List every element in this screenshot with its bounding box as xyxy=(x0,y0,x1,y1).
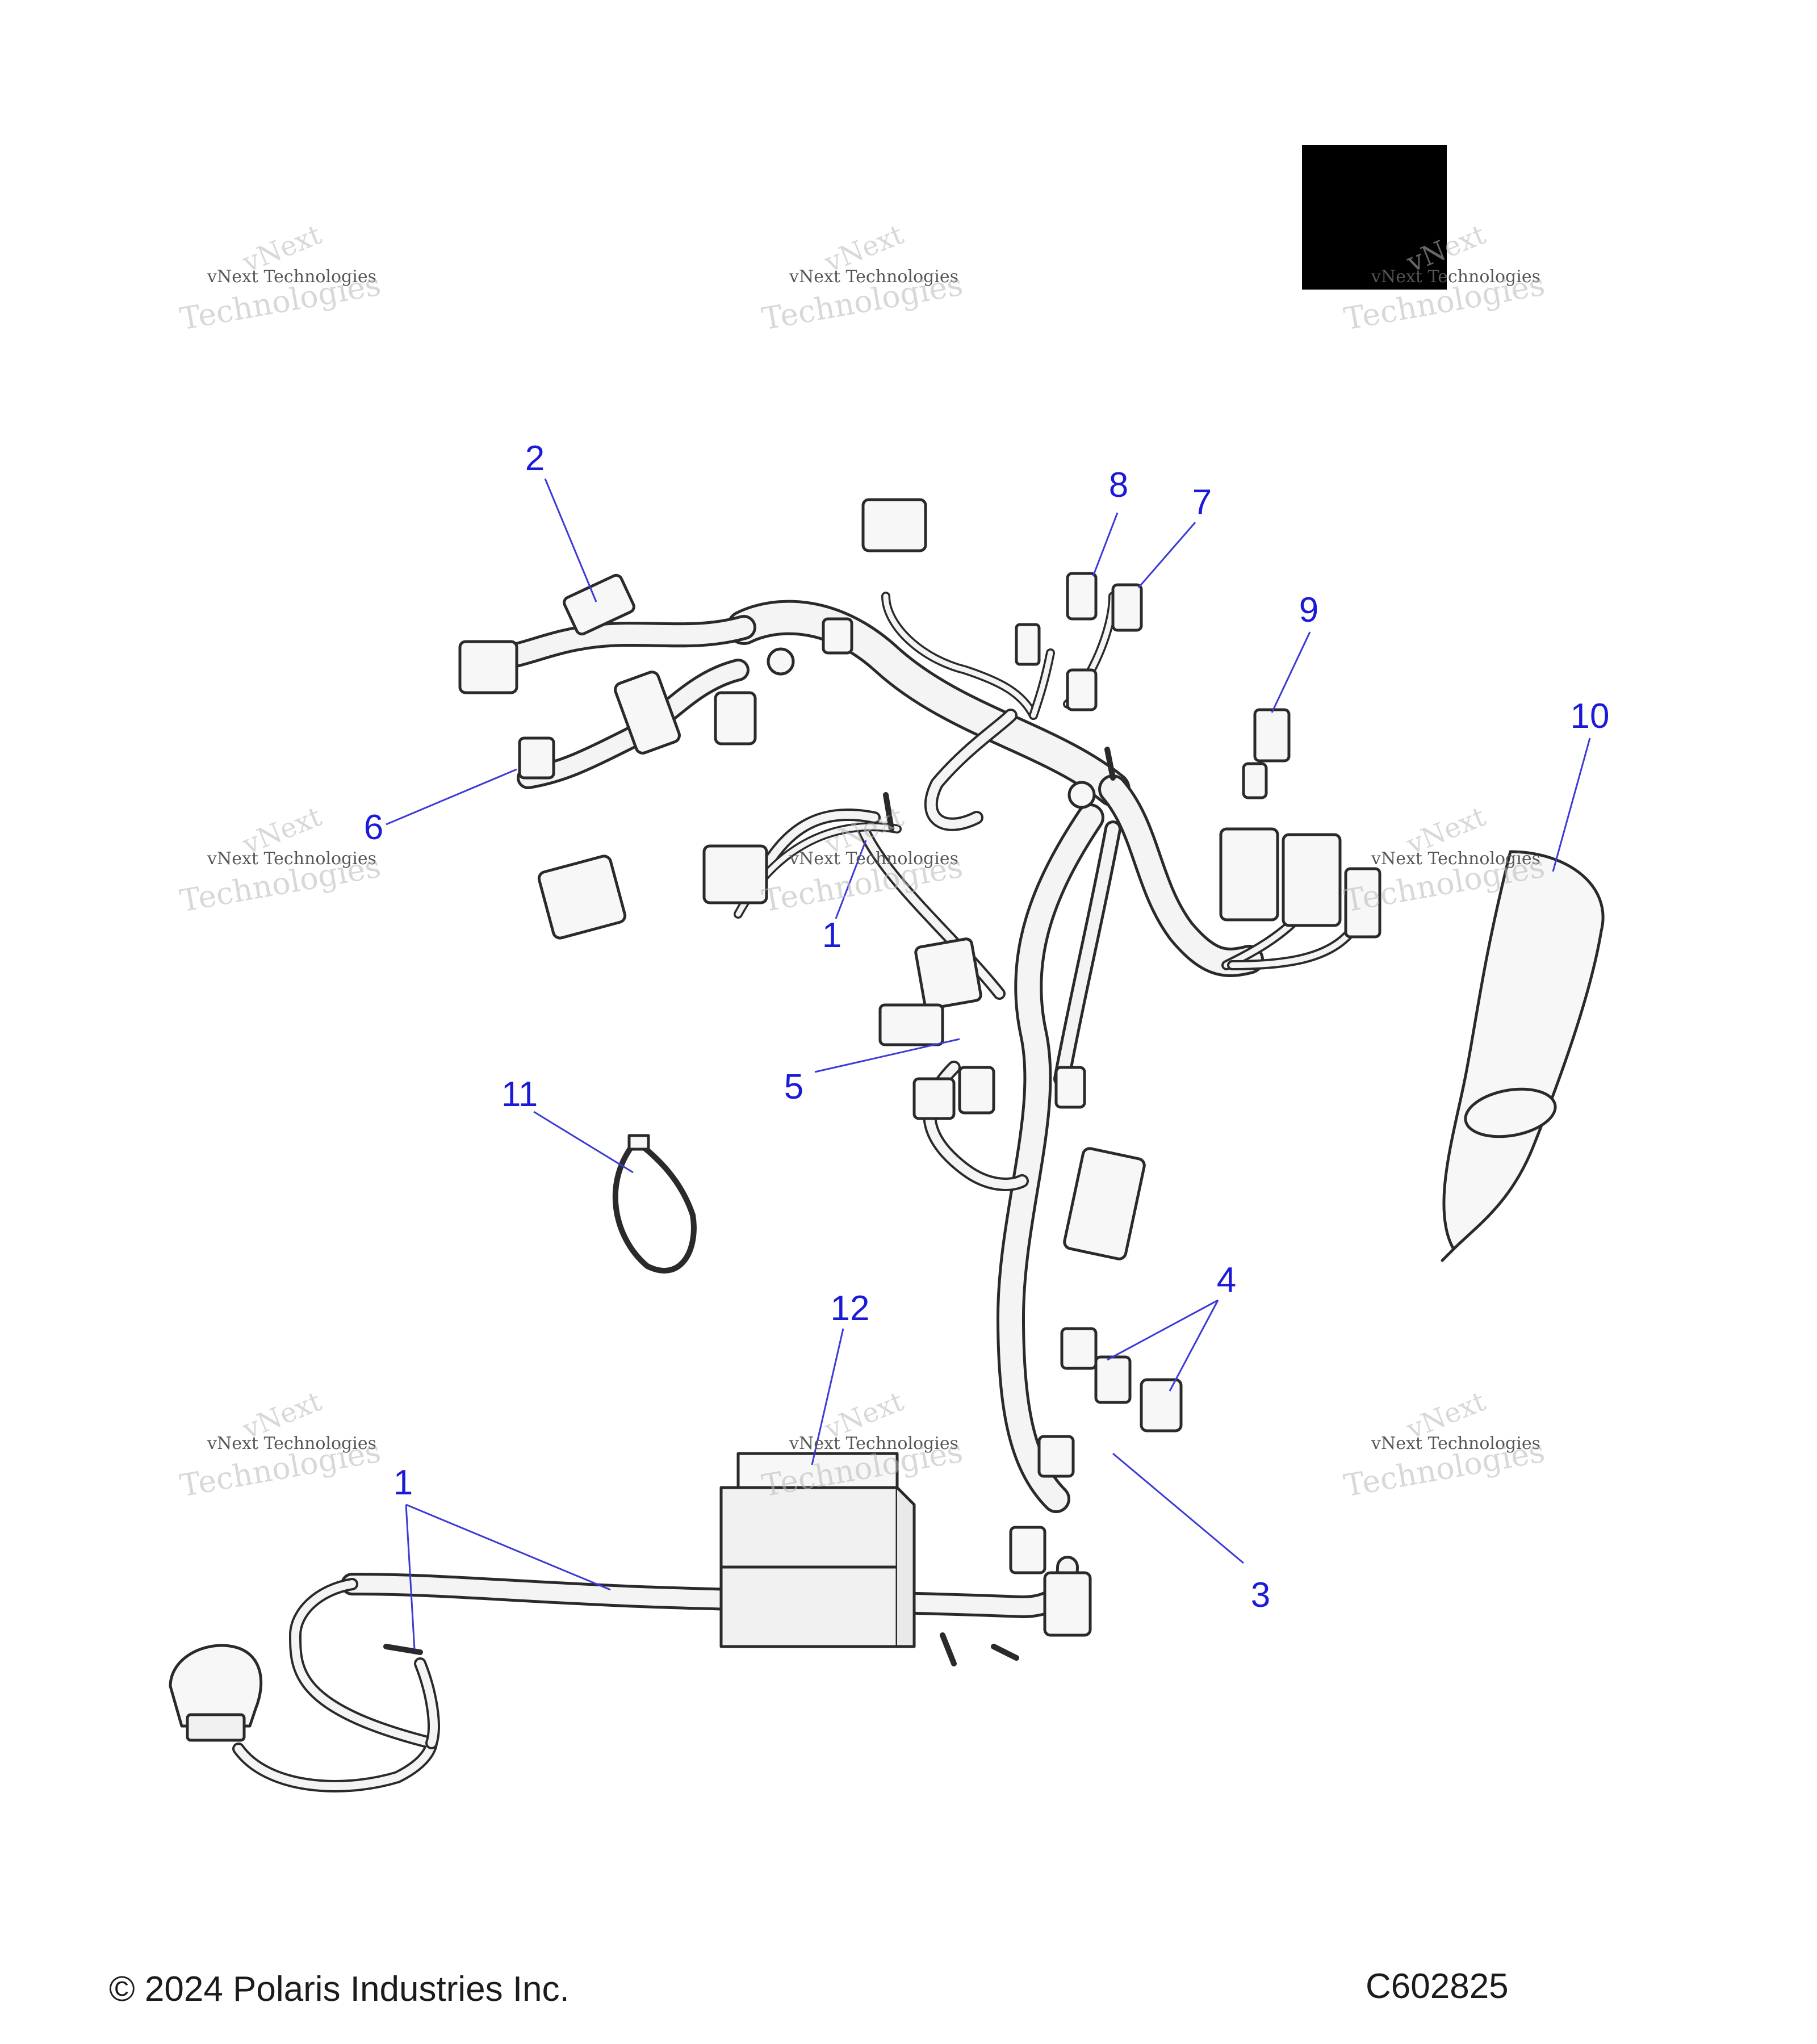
callout-7[interactable]: 7 xyxy=(1192,483,1212,522)
copyright-text: © 2024 Polaris Industries Inc. xyxy=(109,1970,570,2009)
callout-1[interactable]: 1 xyxy=(393,1463,413,1502)
callout-1[interactable]: 1 xyxy=(822,916,842,955)
leader-lines xyxy=(386,478,1591,1650)
callout-5[interactable]: 5 xyxy=(784,1067,804,1107)
callout-9[interactable]: 9 xyxy=(1299,590,1319,630)
sleeve-shape xyxy=(1441,850,1605,1262)
callout-3[interactable]: 3 xyxy=(1250,1576,1271,1615)
figure-code: C602825 xyxy=(1366,1967,1509,2006)
callout-10[interactable]: 10 xyxy=(1570,697,1610,736)
callout-4[interactable]: 4 xyxy=(1216,1260,1237,1300)
callout-8[interactable]: 8 xyxy=(1108,466,1129,505)
connector-shapes xyxy=(169,498,1381,1742)
cable-tie-shape xyxy=(612,1134,697,1274)
callout-11[interactable]: 11 xyxy=(501,1075,538,1114)
callout-6[interactable]: 6 xyxy=(363,808,384,847)
redacted-block xyxy=(1302,145,1447,290)
callout-12[interactable]: 12 xyxy=(830,1289,870,1328)
callout-2[interactable]: 2 xyxy=(525,439,545,478)
